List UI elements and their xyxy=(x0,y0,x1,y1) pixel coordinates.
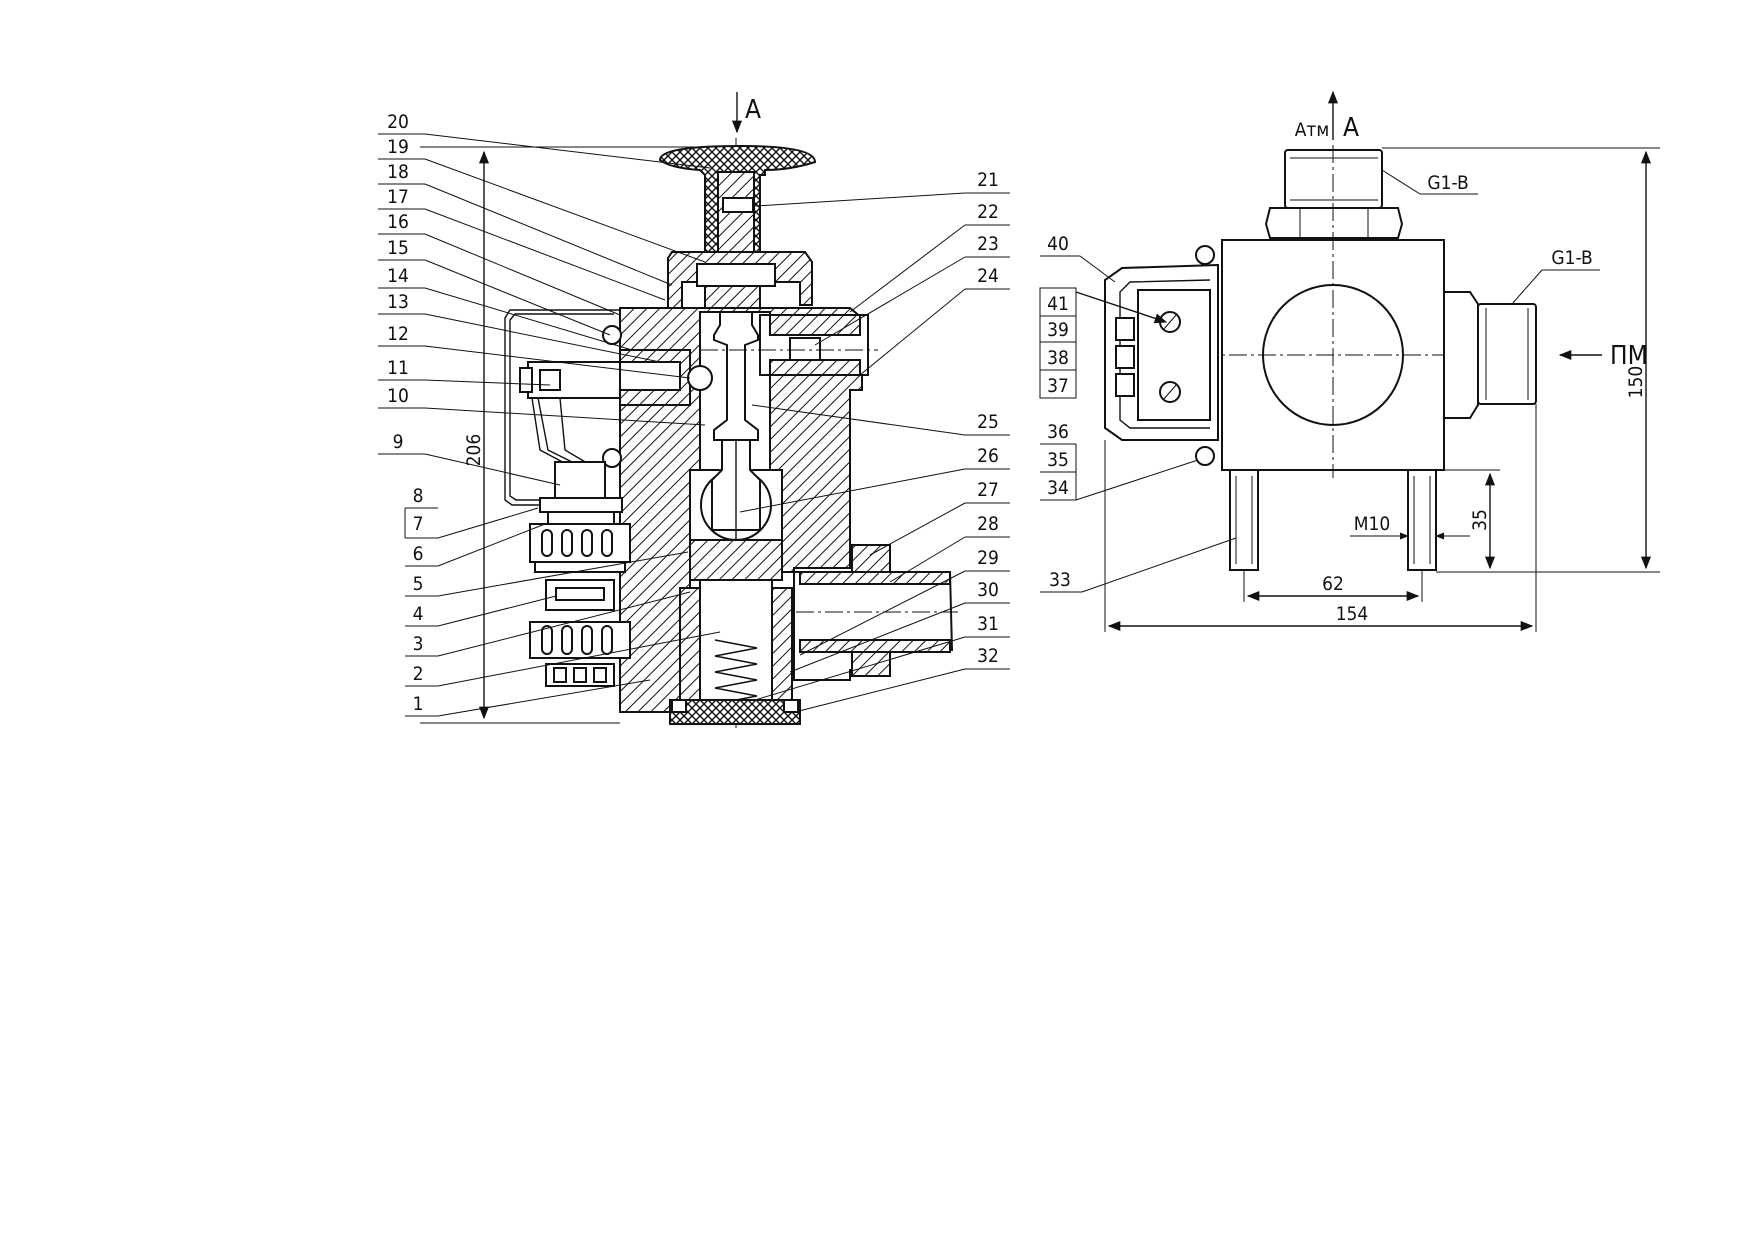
sleeve-wall-right xyxy=(771,587,793,701)
callout-14: 14 xyxy=(387,265,409,287)
dim-height-150: 150 xyxy=(1382,147,1660,573)
base-seal-right xyxy=(783,699,799,713)
callout-17: 17 xyxy=(387,186,409,208)
side-fitting-thread xyxy=(1477,303,1537,405)
spool xyxy=(713,311,759,441)
dim-height-206: 206 xyxy=(420,146,700,724)
callout-10: 10 xyxy=(387,385,409,407)
side-callouts: 40 41 39 38 37 36 35 34 33 xyxy=(1039,233,1237,593)
callout-1: 1 xyxy=(413,693,424,715)
callout-33: 33 xyxy=(1049,569,1071,591)
callout-30: 30 xyxy=(977,579,999,601)
callout-28: 28 xyxy=(977,513,999,535)
callout-23: 23 xyxy=(977,233,999,255)
callout-12: 12 xyxy=(387,323,409,345)
dim-206-text: 206 xyxy=(463,434,485,467)
stud-right xyxy=(1407,469,1437,571)
dim-154-text: 154 xyxy=(1336,603,1369,625)
callout-7: 7 xyxy=(413,513,424,535)
right-callouts: 21 22 23 24 25 26 27 28 29 30 31 32 xyxy=(739,169,1010,713)
callout-16: 16 xyxy=(387,211,409,233)
view-a-label-right: А xyxy=(1343,113,1359,143)
callout-9: 9 xyxy=(393,431,404,453)
dim-62-text: 62 xyxy=(1322,573,1344,595)
top-fitting-hex xyxy=(1264,207,1404,239)
callout-40: 40 xyxy=(1047,233,1069,255)
callout-27: 27 xyxy=(977,479,999,501)
dim-154: 154 xyxy=(1104,404,1537,632)
callout-18: 18 xyxy=(387,161,409,183)
bonnet-insert xyxy=(696,263,776,287)
callout-2: 2 xyxy=(413,663,424,685)
callout-26: 26 xyxy=(977,445,999,467)
callout-34: 34 xyxy=(1047,477,1069,499)
stud-left xyxy=(1229,469,1259,571)
connector-head xyxy=(554,461,606,501)
callout-24: 24 xyxy=(977,265,999,287)
callout-35: 35 xyxy=(1047,449,1069,471)
callout-29: 29 xyxy=(977,547,999,569)
callout-21: 21 xyxy=(977,169,999,191)
dim-35: 35 xyxy=(1436,469,1500,570)
callout-38: 38 xyxy=(1047,347,1069,369)
callout-8: 8 xyxy=(413,485,424,507)
callout-22: 22 xyxy=(977,201,999,223)
callout-25: 25 xyxy=(977,411,999,433)
callout-32: 32 xyxy=(977,645,999,667)
callout-3: 3 xyxy=(413,633,424,655)
thread-side-label: G1-B xyxy=(1551,247,1592,269)
thread-top-label: G1-B xyxy=(1427,172,1468,194)
callout-19: 19 xyxy=(387,136,409,158)
switch-housing xyxy=(504,309,620,506)
callout-15: 15 xyxy=(387,237,409,259)
callout-13: 13 xyxy=(387,291,409,313)
callout-31: 31 xyxy=(977,613,999,635)
callout-6: 6 xyxy=(413,543,424,565)
outlet-wall-top xyxy=(799,571,951,585)
sleeve-wall-left xyxy=(679,587,701,701)
view-arrow-a-left: А xyxy=(731,92,761,134)
right-port-bottom xyxy=(769,359,861,376)
left-callouts: 20 19 18 17 16 15 14 13 12 11 10 9 8 xyxy=(378,111,721,717)
base-plug xyxy=(669,699,801,725)
dim-150-text: 150 xyxy=(1625,366,1647,399)
base-seal-left xyxy=(671,699,687,713)
outlet-nut-top xyxy=(851,544,891,574)
callout-5: 5 xyxy=(413,573,424,595)
side-view: Атм А G1-B xyxy=(1039,90,1660,632)
knob-pin xyxy=(722,197,754,213)
callout-41: 41 xyxy=(1047,293,1069,315)
right-port-top xyxy=(769,314,861,336)
callout-4: 4 xyxy=(413,603,424,625)
right-port-plug xyxy=(789,337,821,361)
section-view: 206 А xyxy=(378,92,1010,728)
view-a-label-left: А xyxy=(745,95,761,125)
dim-m10: M10 xyxy=(1350,513,1470,540)
m10-text: M10 xyxy=(1354,513,1391,535)
callout-37: 37 xyxy=(1047,375,1069,397)
spring xyxy=(714,639,758,705)
callout-20: 20 xyxy=(387,111,409,133)
lower-insert xyxy=(689,539,783,581)
dim-35-text: 35 xyxy=(1469,509,1491,531)
dim-62: 62 xyxy=(1243,570,1423,602)
outlet-wall-bottom xyxy=(799,639,951,653)
side-fitting-hex xyxy=(1443,291,1479,419)
outlet-nut-bottom xyxy=(851,651,891,677)
callout-39: 39 xyxy=(1047,319,1069,341)
callout-11: 11 xyxy=(387,357,409,379)
atm-label: Атм xyxy=(1295,119,1330,141)
callout-36: 36 xyxy=(1047,421,1069,443)
